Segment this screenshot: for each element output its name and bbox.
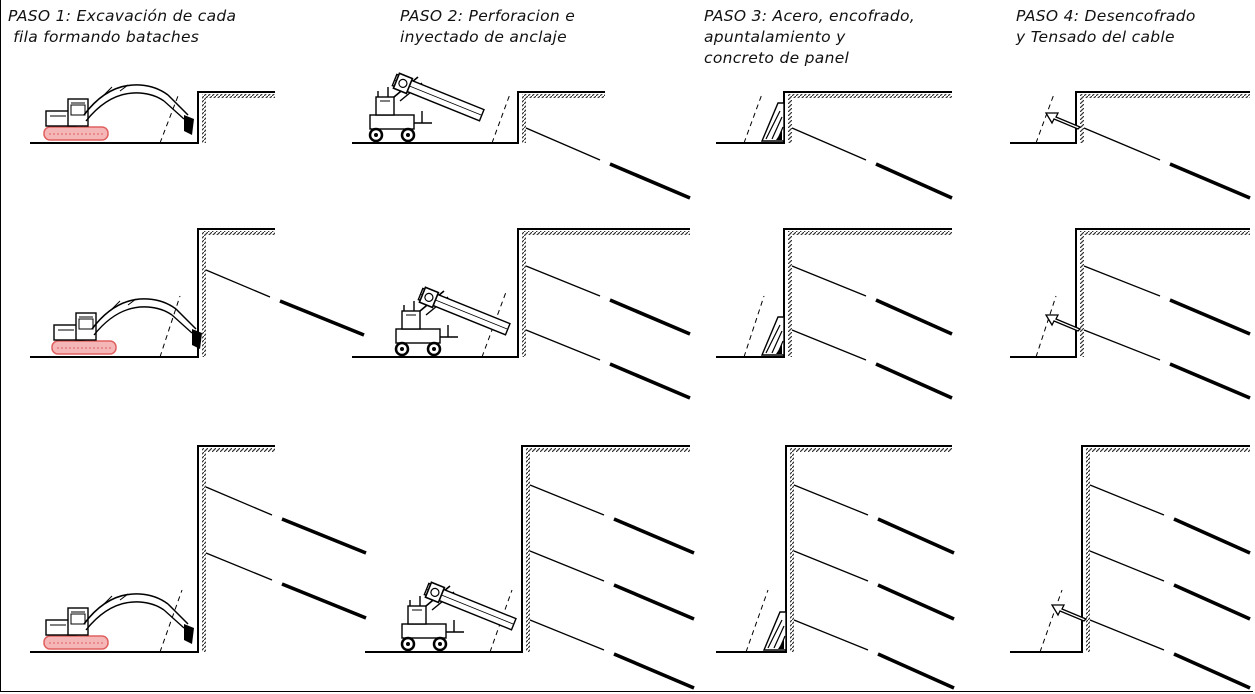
step-1-title: PASO 1: Excavación de cada fila formando… [8, 7, 237, 46]
formwork-brace-icon [761, 316, 785, 356]
excavator-icon [43, 593, 195, 650]
step-1-stage-1 [30, 84, 275, 144]
step-3-title: PASO 3: Acero, encofrado,apuntalamiento … [704, 7, 915, 67]
step-3-stage-1 [716, 91, 953, 200]
step-2-stage-3 [365, 445, 695, 690]
step-2-stage-2 [352, 228, 691, 400]
excavator-icon [51, 298, 203, 355]
tension-arrow-icon [1051, 604, 1087, 622]
step-4-stage-1 [1010, 91, 1251, 200]
step-3-stage-3 [716, 445, 955, 690]
drill-rig-icon [394, 285, 512, 357]
excavator-icon [43, 84, 195, 141]
formwork-brace-icon [761, 102, 785, 142]
step-4-stage-3 [1010, 445, 1251, 690]
step-1-stage-3 [30, 445, 367, 653]
step-1-stage-2 [30, 228, 365, 358]
tension-arrow-icon [1045, 112, 1081, 130]
tension-arrow-icon [1045, 314, 1081, 332]
step-4-stage-2 [1010, 228, 1251, 400]
drill-rig-icon [400, 580, 518, 652]
step-2-stage-1 [352, 71, 691, 200]
step-3-stage-2 [716, 228, 953, 400]
drill-rig-icon [368, 71, 486, 143]
formwork-brace-icon [763, 611, 787, 651]
